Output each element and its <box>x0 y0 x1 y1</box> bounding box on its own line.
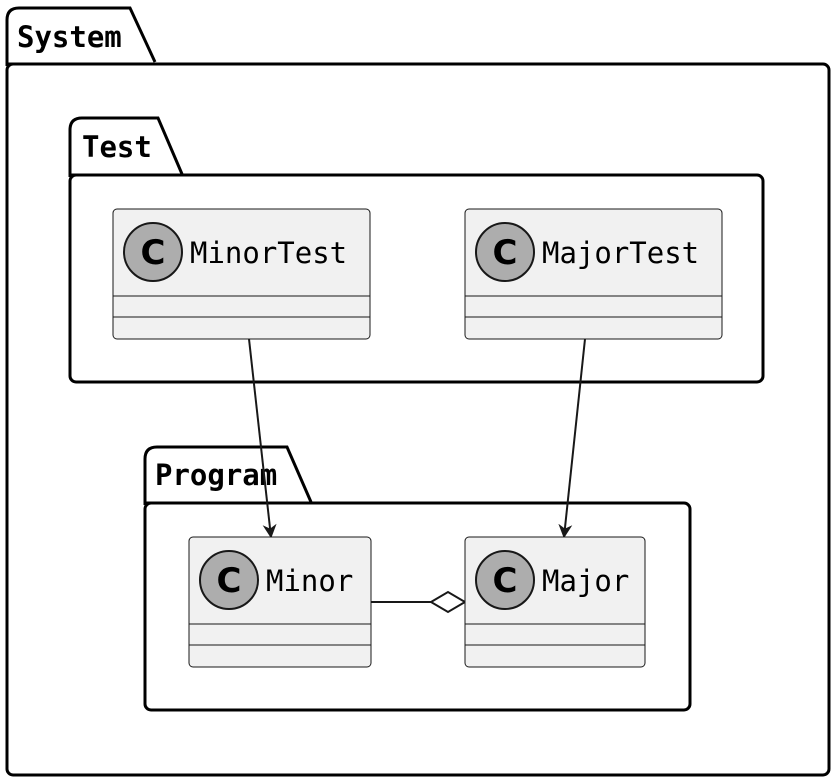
package-system-body <box>5 62 831 777</box>
class-icon-letter: C <box>493 561 518 601</box>
aggregation-diamond <box>429 590 467 614</box>
class-icon: C <box>475 222 535 282</box>
package-system-label: System <box>17 20 122 54</box>
package-test-body <box>68 173 765 384</box>
class-minor[interactable]: C Minor <box>188 536 372 668</box>
class-minortest-name: MinorTest <box>190 236 347 270</box>
package-test-tab <box>68 116 184 177</box>
package-test-label: Test <box>82 130 152 164</box>
class-icon-letter: C <box>141 233 166 273</box>
class-majortest[interactable]: C MajorTest <box>464 208 723 340</box>
dependency-minortest-to-minor <box>248 338 277 539</box>
package-test: Test <box>68 116 765 384</box>
class-minor-name: Minor <box>266 564 353 598</box>
class-icon-letter: C <box>493 233 518 273</box>
class-icon: C <box>199 550 259 610</box>
package-program-label: Program <box>155 458 277 492</box>
class-icon-letter: C <box>217 561 242 601</box>
class-icon: C <box>475 550 535 610</box>
aggregation-minor-to-major <box>371 590 467 614</box>
package-program-body <box>143 501 692 712</box>
class-major-name: Major <box>542 564 629 598</box>
package-system: System <box>5 6 831 777</box>
class-major[interactable]: C Major <box>464 536 646 668</box>
package-program: Program <box>143 445 692 712</box>
package-system-tab <box>5 6 157 66</box>
dependency-majortest-to-major <box>558 338 586 539</box>
class-majortest-name: MajorTest <box>542 236 699 270</box>
class-minortest[interactable]: C MinorTest <box>112 208 371 340</box>
class-icon: C <box>123 222 183 282</box>
package-program-tab <box>143 445 313 505</box>
